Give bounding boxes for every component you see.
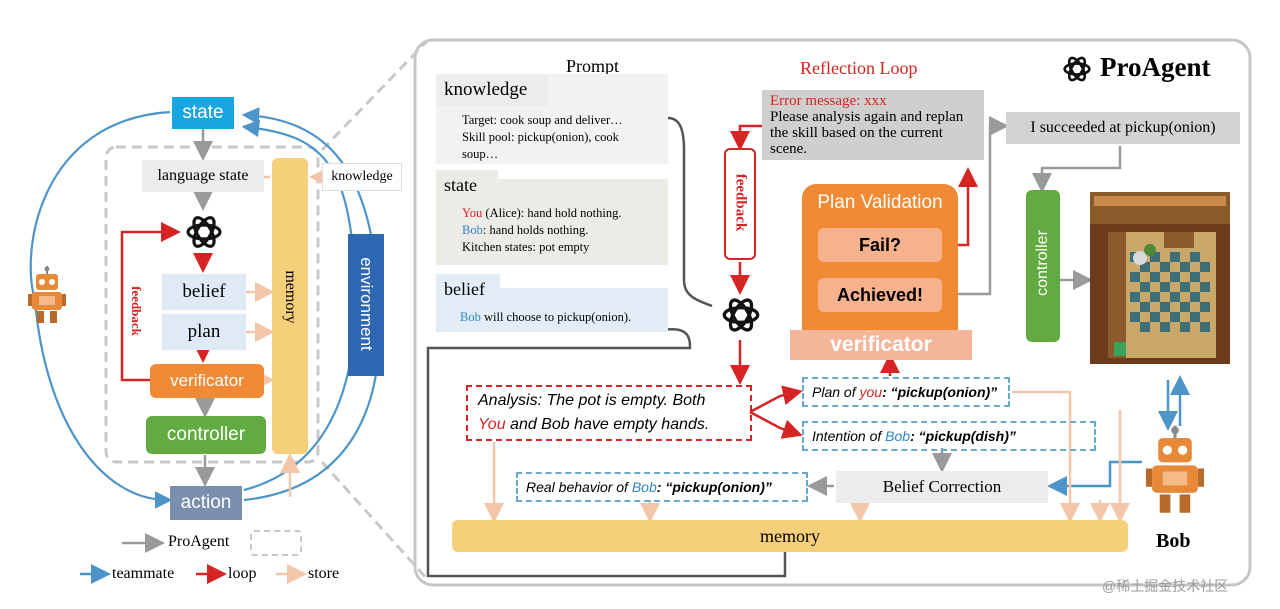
state-kitchen: Kitchen states: pot empty <box>462 240 590 254</box>
controller-label-right: controller <box>1034 230 1051 296</box>
intention-of: Intention of <box>812 428 886 444</box>
memory-bar-label: memory <box>760 526 820 546</box>
real-value: : “pickup(onion)” <box>656 479 772 495</box>
legend-teammate: teammate <box>112 565 175 582</box>
belief-correction-label: Belief Correction <box>882 477 1002 496</box>
environment-box: environment <box>348 234 384 376</box>
controller-box-right: controller <box>1026 190 1060 342</box>
teammate-robot-icon <box>28 266 66 323</box>
plan-of: Plan of <box>812 384 860 400</box>
legend-proagent-dashed-box <box>250 530 302 556</box>
belief-heading-box: belief <box>436 274 500 304</box>
plan-box: plan <box>162 314 246 350</box>
error-message: Error message: xxx <box>770 93 887 109</box>
feedback-label-left: feedback <box>129 286 144 336</box>
plan-you: you <box>859 384 883 400</box>
fail-box: Fail? <box>818 228 942 262</box>
belief-box: belief <box>162 274 246 310</box>
state-you-rest: (Alice): hand hold nothing. <box>482 206 622 220</box>
real-behavior: Real behavior of <box>526 479 632 495</box>
verificator-box-right: verificator <box>790 330 972 360</box>
controller-label: controller <box>166 424 246 445</box>
knowledge-heading-box: knowledge <box>436 74 548 106</box>
achieved-box: Achieved! <box>818 278 942 312</box>
belief-rest: will choose to pickup(onion). <box>480 310 632 324</box>
state-you-line: You (Alice): hand hold nothing. <box>462 205 662 222</box>
knowledge-label: knowledge <box>331 169 393 184</box>
fail-label: Fail? <box>858 235 901 255</box>
real-behavior-box: Real behavior of Bob: “pickup(onion)” <box>516 472 808 502</box>
memory-column: memory <box>272 158 308 454</box>
succeeded-box: I succeeded at pickup(onion) <box>1006 112 1240 144</box>
legend-proagent: ProAgent <box>168 533 230 550</box>
feedback-box-right <box>724 148 756 260</box>
achieved-label: Achieved! <box>836 285 924 305</box>
belief-bob: Bob <box>460 310 481 324</box>
action-label: action <box>180 492 232 513</box>
state-bob: Bob <box>462 223 483 237</box>
state-bob-line: Bob: hand holds nothing. <box>462 222 662 239</box>
brand-logo-icon <box>1063 56 1091 82</box>
plan-label: plan <box>187 321 221 342</box>
belief-text: Bob will choose to pickup(onion). <box>460 310 631 325</box>
bob-robot-icon <box>1146 425 1204 513</box>
right-panel-border <box>413 38 1252 587</box>
plan-of-you-box: Plan of you: “pickup(onion)” <box>802 377 1010 407</box>
feedback-label-right: feedback <box>732 173 749 232</box>
error-text: Please analysis again and replan the ski… <box>770 109 964 157</box>
state-you: You <box>462 206 483 220</box>
knowledge-text: Target: cook soup and deliver… Skill poo… <box>462 113 623 161</box>
zoom-line-bottom <box>320 460 430 582</box>
state-box: state <box>172 97 234 129</box>
llm-icon <box>186 216 222 248</box>
legend-store: store <box>308 565 340 582</box>
plan-validation-title: Plan Validation <box>817 192 943 213</box>
analysis-you: You <box>478 416 506 433</box>
error-box: Error message: xxx Please analysis again… <box>762 90 984 160</box>
succeeded-text: I succeeded at pickup(onion) <box>1030 119 1216 136</box>
action-box: action <box>170 486 242 520</box>
prompt-title: Prompt <box>566 56 620 76</box>
verificator-box: verificator <box>150 364 264 398</box>
legend-loop: loop <box>228 565 257 582</box>
bob-label: Bob <box>1156 530 1191 552</box>
state-bob-rest: : hand holds nothing. <box>482 223 589 237</box>
intention-of-bob-box: Intention of Bob: “pickup(dish)” <box>802 421 1096 451</box>
analysis-box: Analysis: The pot is empty. Both You and… <box>466 385 752 441</box>
analysis-line-2: You and Bob have empty hands. <box>478 413 750 437</box>
intention-value: : “pickup(dish)” <box>910 428 1016 444</box>
game-scene-image <box>1090 192 1230 364</box>
intention-bob: Bob <box>885 428 911 444</box>
knowledge-heading: knowledge <box>444 79 528 100</box>
state-heading: state <box>444 175 477 195</box>
memory-bar: memory <box>452 520 1128 552</box>
real-bob: Bob <box>631 479 657 495</box>
belief-heading: belief <box>444 279 485 299</box>
belief-correction-box: Belief Correction <box>836 471 1048 503</box>
verificator-label-right: verificator <box>830 333 932 356</box>
verificator-label: verificator <box>170 371 244 390</box>
language-state-label: language state <box>157 167 249 184</box>
llm-center-icon <box>722 298 760 332</box>
plan-value: : “pickup(onion)” <box>882 384 998 400</box>
state-heading-box: state <box>436 170 498 200</box>
language-state-box: language state <box>142 160 264 192</box>
brand-title: ProAgent <box>1100 52 1211 82</box>
belief-label: belief <box>182 281 226 302</box>
state-text: You (Alice): hand hold nothing. Bob: han… <box>462 205 662 256</box>
watermark: @稀土掘金技术社区 <box>1102 578 1229 594</box>
memory-label: memory <box>282 270 299 324</box>
zoom-line-top <box>320 38 430 152</box>
state-label: state <box>182 102 224 123</box>
controller-box: controller <box>146 416 266 454</box>
environment-label: environment <box>357 257 376 351</box>
knowledge-box: knowledge <box>322 163 402 191</box>
analysis-line-1: Analysis: The pot is empty. Both <box>478 392 706 409</box>
reflection-title: Reflection Loop <box>800 58 918 78</box>
analysis-rest: and Bob have empty hands. <box>505 416 710 433</box>
